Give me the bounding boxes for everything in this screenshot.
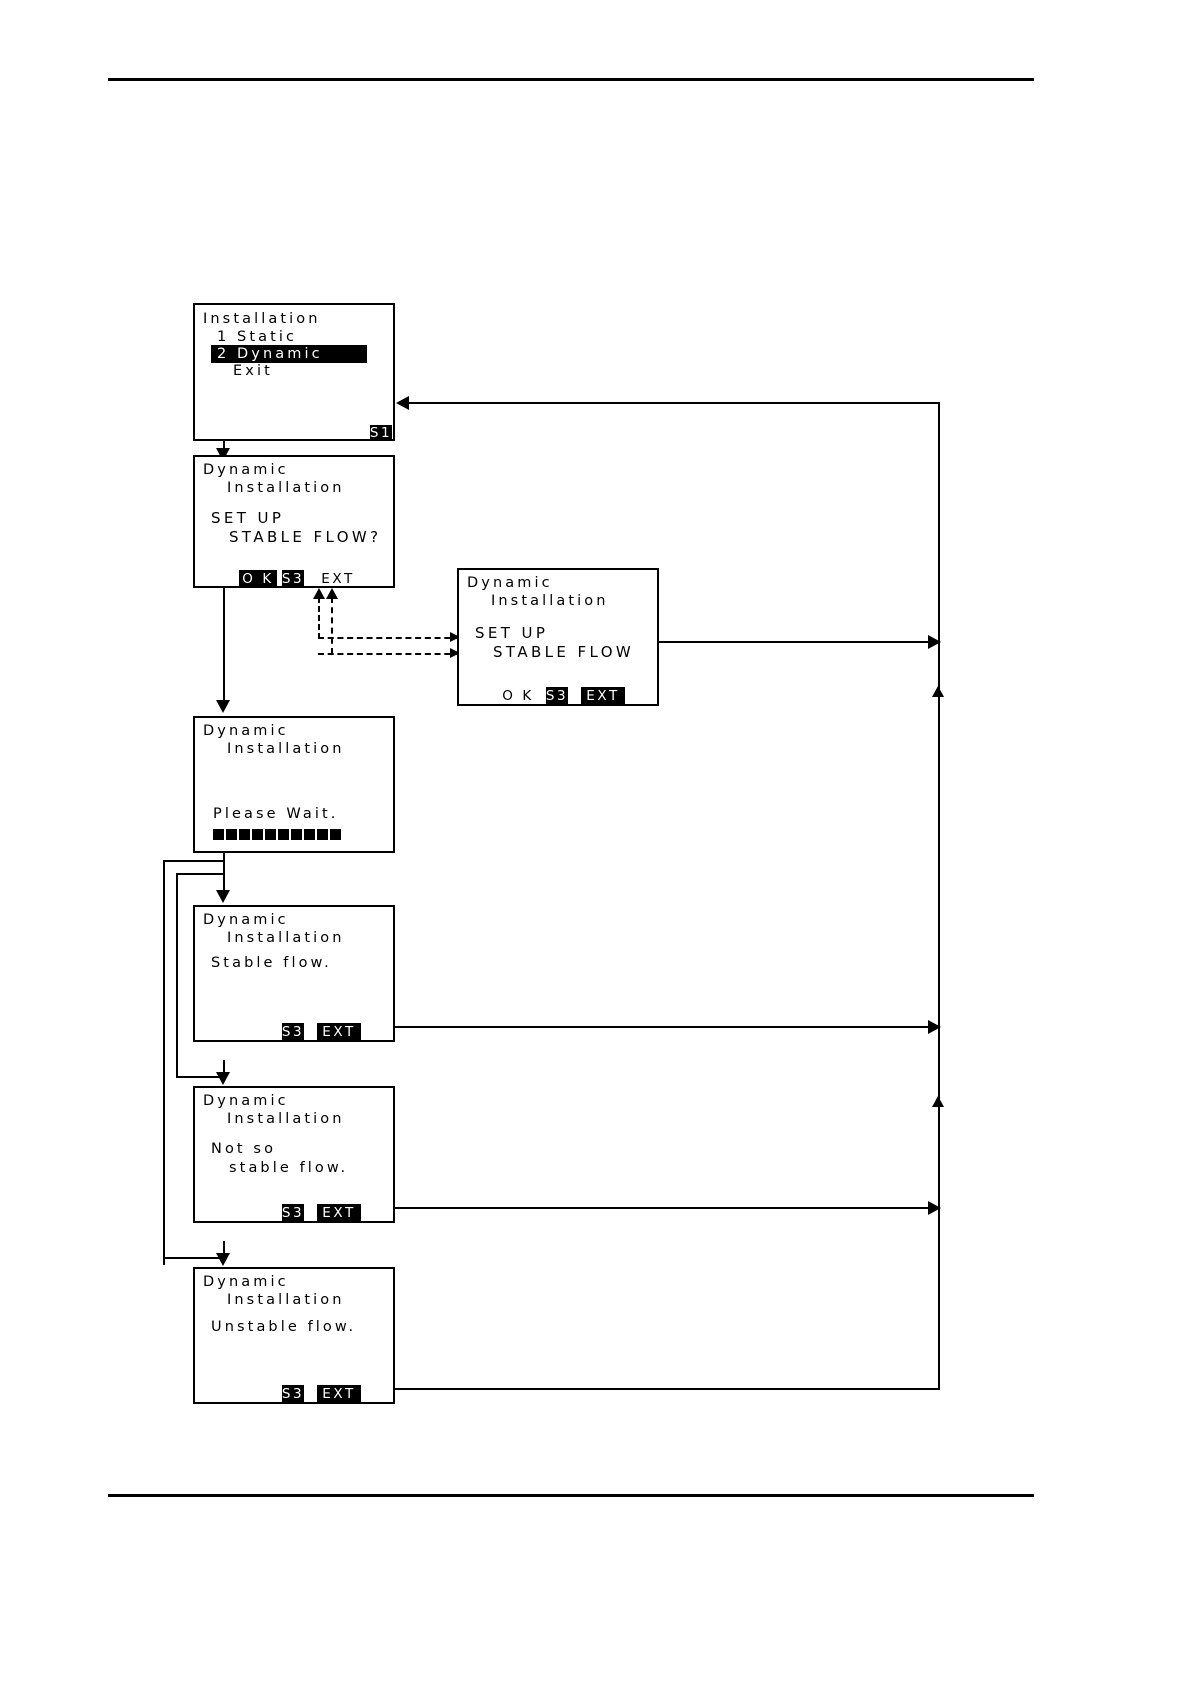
arrowhead-dashed-upper <box>450 632 460 642</box>
page-rule-bottom <box>108 1494 1034 1497</box>
screen-text-line: 1 Static <box>217 329 298 345</box>
rail-branch-unstable-stem <box>223 1241 225 1259</box>
progress-block <box>291 829 302 840</box>
screen-text-line: stable flow. <box>229 1160 349 1176</box>
rail-wait-out-inner <box>176 873 224 875</box>
screen-text-line: STABLE FLOW <box>493 643 635 661</box>
dashed-return-riser-a <box>318 597 320 639</box>
arrowhead-question-to-wait <box>216 700 230 713</box>
screen-text-line: Not so <box>211 1141 277 1157</box>
screen-text-line: Stable flow. <box>211 955 332 971</box>
screen-text-line: Please Wait. <box>213 806 339 822</box>
rail-branch-unstable <box>163 1257 225 1259</box>
exit-notso-to-bus <box>395 1207 940 1209</box>
screen-text-line: Dynamic <box>203 1274 289 1290</box>
arrowhead-wait-to-stable <box>216 890 230 903</box>
screen-text-line: Unstable flow. <box>211 1319 357 1335</box>
screen-text-line: Dynamic <box>467 575 553 591</box>
connector-wait-to-stable <box>223 853 225 891</box>
softkey-ext[interactable]: EXT <box>317 1023 361 1040</box>
arrowhead-stable-to-bus <box>928 1020 941 1034</box>
arrowhead-to-unstable <box>216 1253 230 1266</box>
exit-stable-to-bus <box>395 1026 940 1028</box>
exit-unstable-to-bus <box>395 1388 940 1390</box>
connector-question-to-wait <box>223 588 225 702</box>
connector-menu-to-question-stem <box>223 441 225 453</box>
exit-unstable-riser <box>938 1377 940 1390</box>
screen-text-line: Installation <box>227 480 345 496</box>
progress-block <box>239 829 250 840</box>
dashed-return-riser-b <box>331 597 333 654</box>
screen-text-line: Dynamic <box>203 723 289 739</box>
softkey-s3[interactable]: S3 <box>281 1204 305 1221</box>
arrowhead-notso-to-bus <box>928 1201 941 1215</box>
softkey-ext[interactable]: EXT <box>581 687 625 704</box>
screen-text-line: Dynamic <box>203 1093 289 1109</box>
screen-text-line: Installation <box>227 1292 345 1308</box>
softkey-s3[interactable]: S3 <box>281 1385 305 1402</box>
arrowhead-setup-to-bus <box>928 635 941 649</box>
rail-inner-vertical <box>176 873 178 1078</box>
softkey-ext[interactable]: EXT <box>317 1204 361 1221</box>
progress-block <box>330 829 341 840</box>
arrowhead-to-notso-stable <box>216 1072 230 1085</box>
rail-outer-vertical <box>163 860 165 1265</box>
softkey-ext[interactable]: EXT <box>321 570 355 587</box>
return-bus-vertical <box>938 402 940 1377</box>
arrowhead-bus-up-upper <box>932 686 944 697</box>
arrowhead-return-to-menu <box>396 396 409 410</box>
screen-text-line: Dynamic <box>203 462 289 478</box>
exit-setup-to-bus <box>659 641 940 643</box>
page-rule-top <box>108 78 1034 81</box>
screen-text-line: SET UP <box>211 509 285 527</box>
screen-text-line: STABLE FLOW? <box>229 528 382 546</box>
screen-text-line: Installation <box>227 930 345 946</box>
rail-branch-notso-stem <box>223 1060 225 1078</box>
screen-text-line: Exit <box>233 363 273 379</box>
screen-text-line: SET UP <box>475 624 549 642</box>
rail-branch-notso <box>176 1076 224 1078</box>
progress-block <box>265 829 276 840</box>
menu-selected-item[interactable]: 2 Dynamic <box>211 345 367 363</box>
arrowhead-dashed-into-ext <box>313 588 325 599</box>
softkey-s3[interactable]: S3 <box>281 570 305 587</box>
return-to-menu <box>400 402 940 404</box>
screen-text-line: Dynamic <box>203 912 289 928</box>
arrowhead-dashed-lower <box>450 648 460 658</box>
progress-block <box>317 829 328 840</box>
softkey-s3[interactable]: S3 <box>545 687 569 704</box>
arrowhead-bus-up-lower <box>932 1096 944 1107</box>
softkey-ok[interactable]: O K <box>502 687 534 704</box>
softkey-s3[interactable]: S3 <box>281 1023 305 1040</box>
softkey-ok[interactable]: O K <box>239 570 277 587</box>
arrowhead-dashed-into-ext-2 <box>326 588 338 599</box>
progress-block <box>252 829 263 840</box>
screen-text-line: Installation <box>491 593 609 609</box>
softkey-s1[interactable]: S1 <box>369 424 393 441</box>
screen-text-line: Installation <box>203 311 321 327</box>
progress-blocks <box>213 829 341 840</box>
rail-wait-out-top <box>163 860 225 862</box>
progress-block <box>213 829 224 840</box>
dashed-feedback-lower <box>318 653 460 655</box>
softkey-ext[interactable]: EXT <box>317 1385 361 1402</box>
progress-block <box>226 829 237 840</box>
progress-block <box>278 829 289 840</box>
screen-text-line: Installation <box>227 1111 345 1127</box>
progress-block <box>304 829 315 840</box>
screen-text-line: Installation <box>227 741 345 757</box>
dashed-feedback-upper <box>318 637 460 639</box>
